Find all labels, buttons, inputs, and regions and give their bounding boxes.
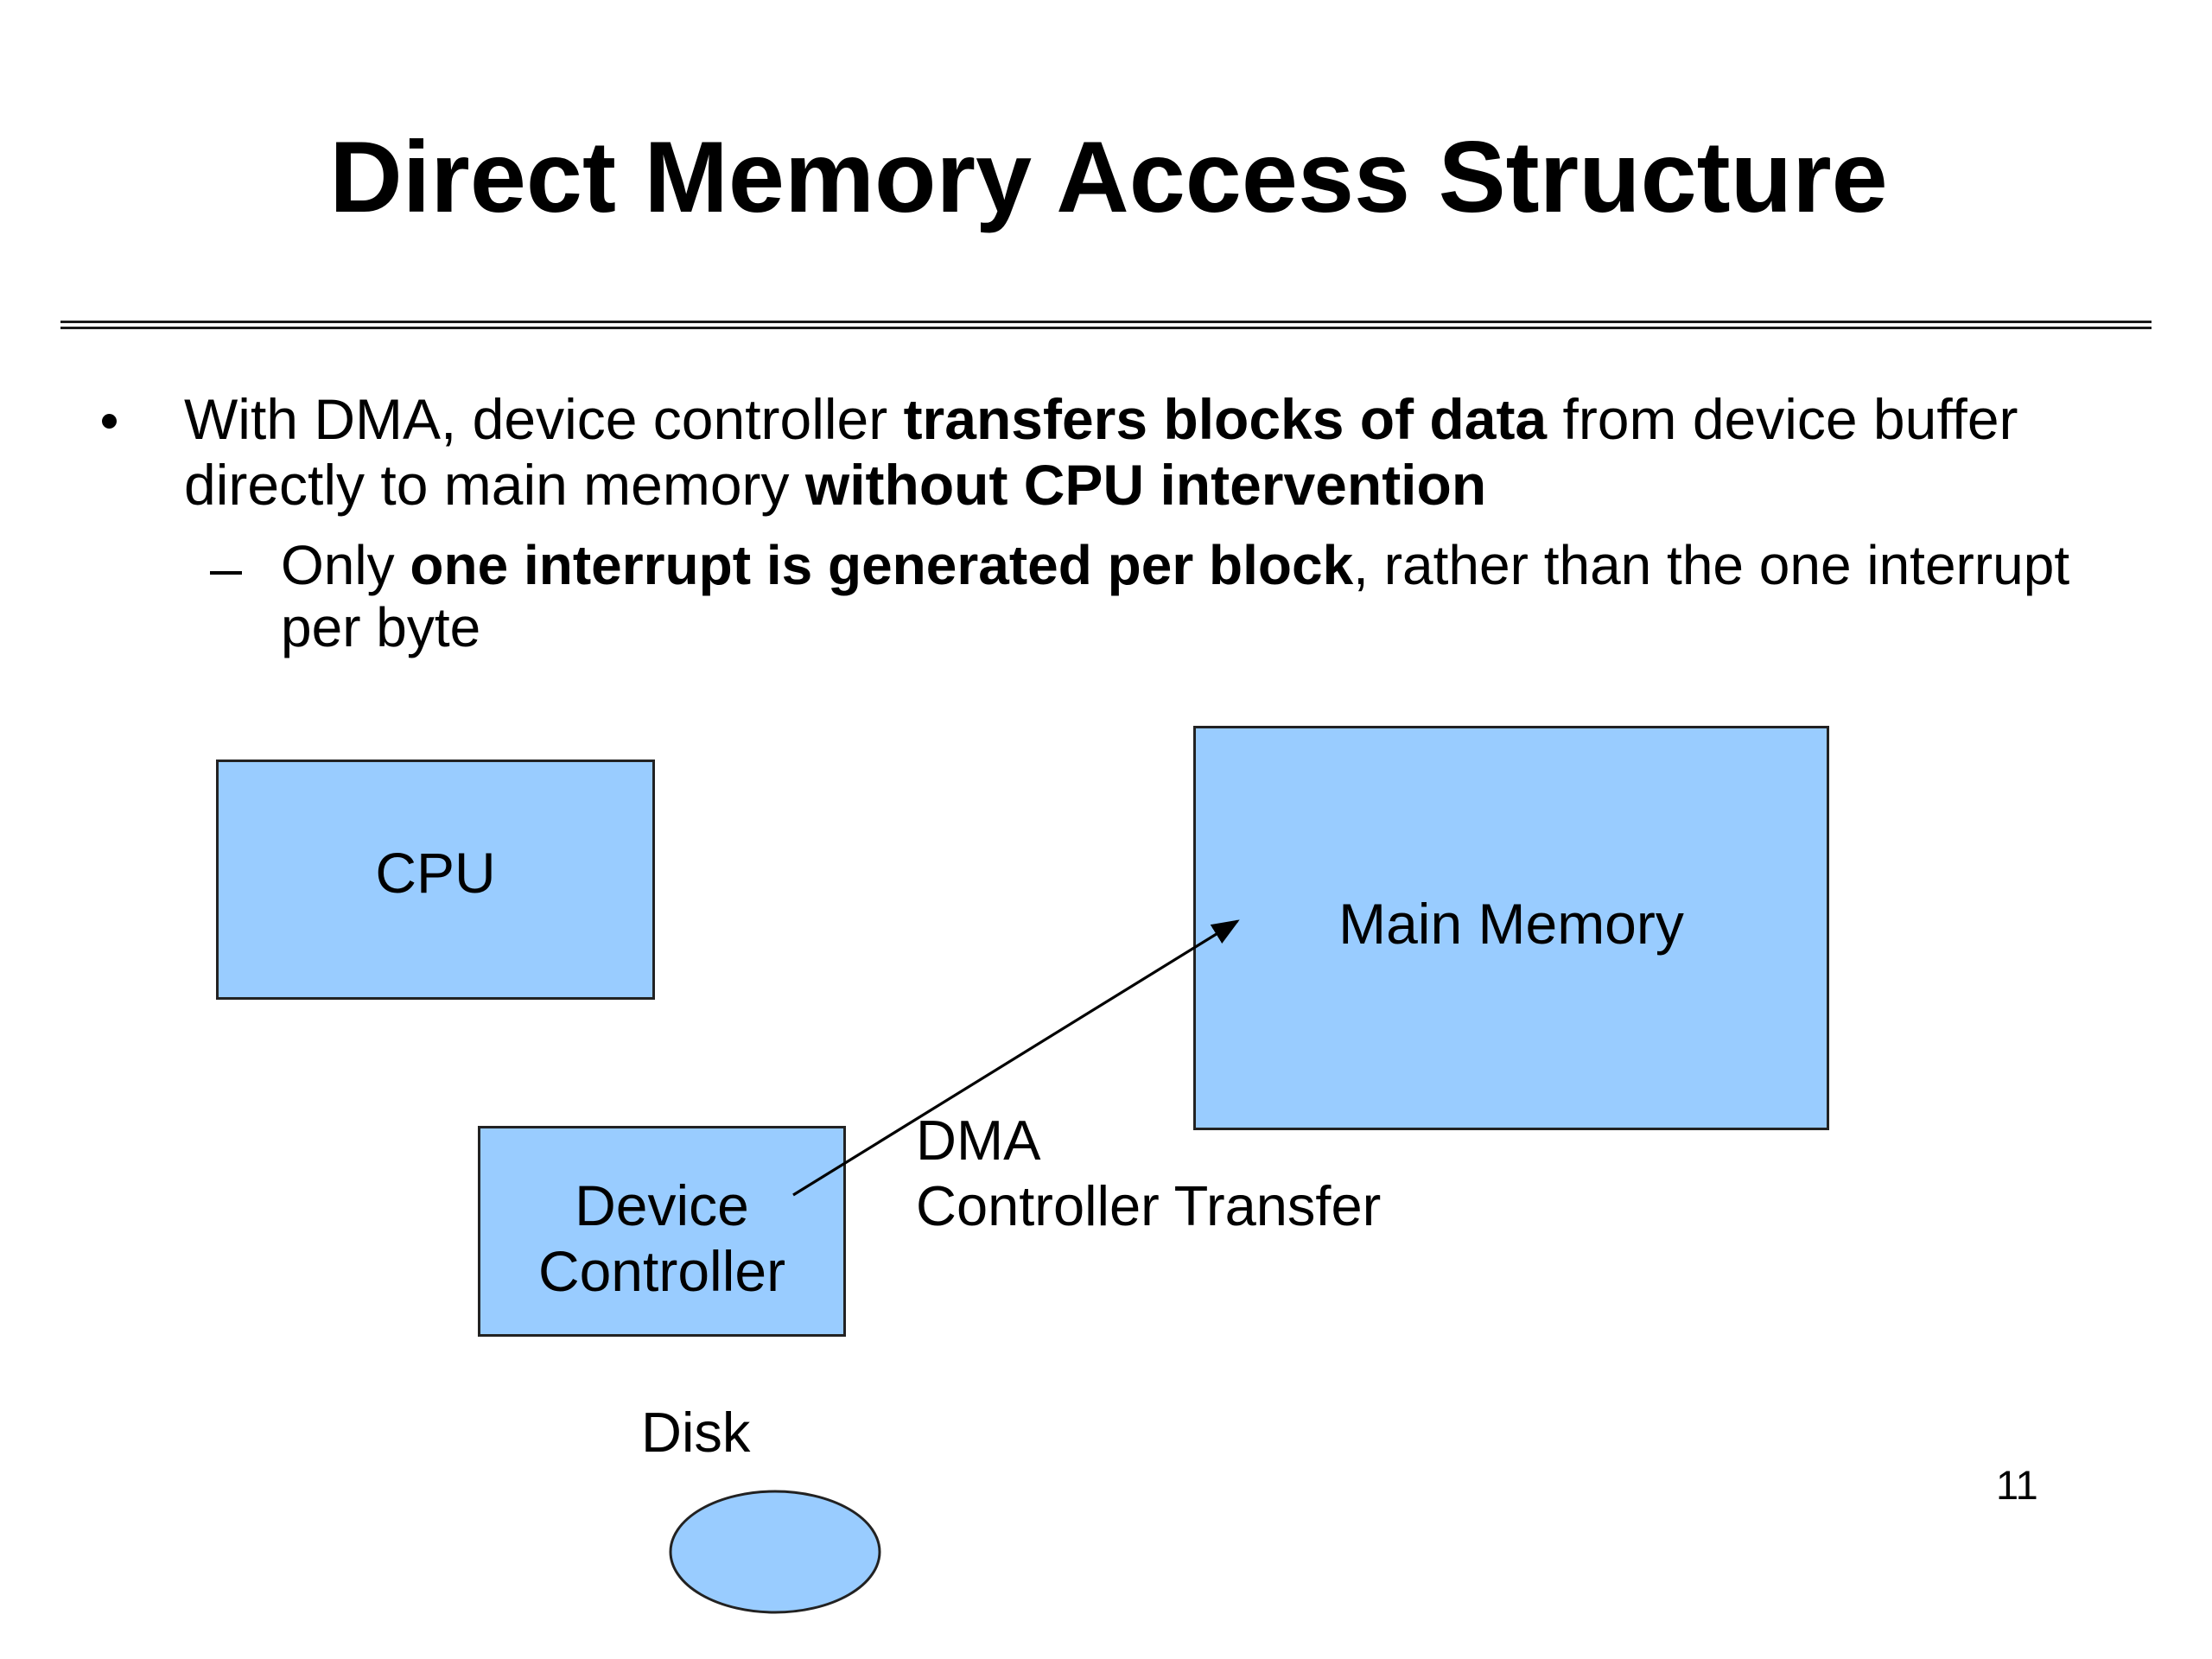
bullet-text-bold-segment: without CPU intervention xyxy=(804,453,1487,517)
disk-label: Disk xyxy=(641,1401,751,1464)
page-number: 11 xyxy=(1996,1462,2038,1508)
bullet-text-segment: , rather than the one interrupt xyxy=(1353,534,2070,596)
device-controller-node: Device Controller xyxy=(478,1126,846,1337)
bullet-text-segment: directly to main memory xyxy=(184,453,805,517)
bullet-text-bold-segment: one interrupt is generated per block xyxy=(410,534,1354,596)
device-controller-label-line1: Device xyxy=(575,1173,749,1237)
main-memory-node: Main Memory xyxy=(1193,726,1829,1130)
dash-bullet-icon xyxy=(210,571,242,575)
cpu-label: CPU xyxy=(375,841,496,905)
bullet-dot-icon xyxy=(102,414,117,429)
dma-transfer-label-line2: Controller Transfer xyxy=(916,1174,1382,1237)
bullet-text-segment: Only xyxy=(281,534,410,596)
dma-transfer-label: DMA Controller Transfer xyxy=(916,1108,1381,1239)
bullet-text-segment: from device buffer xyxy=(1547,387,2018,451)
dma-transfer-label-line1: DMA xyxy=(916,1109,1041,1172)
device-controller-label-line2: Controller xyxy=(537,1239,786,1303)
main-memory-label: Main Memory xyxy=(1338,892,1684,956)
title-divider-bottom xyxy=(60,327,2152,329)
sub-bullet-interrupt-per-block: Only one interrupt is generated per bloc… xyxy=(281,534,2069,658)
slide-title: Direct Memory Access Structure xyxy=(329,120,1888,233)
device-controller-label: Device Controller xyxy=(537,1169,786,1303)
title-divider-top xyxy=(60,321,2152,323)
bullet-point-dma-transfer: With DMA, device controller transfers bl… xyxy=(184,386,2018,518)
bullet-text-segment: With DMA, device controller xyxy=(184,387,904,451)
bullet-text-segment: per byte xyxy=(281,596,481,658)
disk-node xyxy=(669,1490,881,1614)
bullet-text-bold-segment: transfers blocks of data xyxy=(903,387,1548,451)
cpu-node: CPU xyxy=(216,760,655,1000)
